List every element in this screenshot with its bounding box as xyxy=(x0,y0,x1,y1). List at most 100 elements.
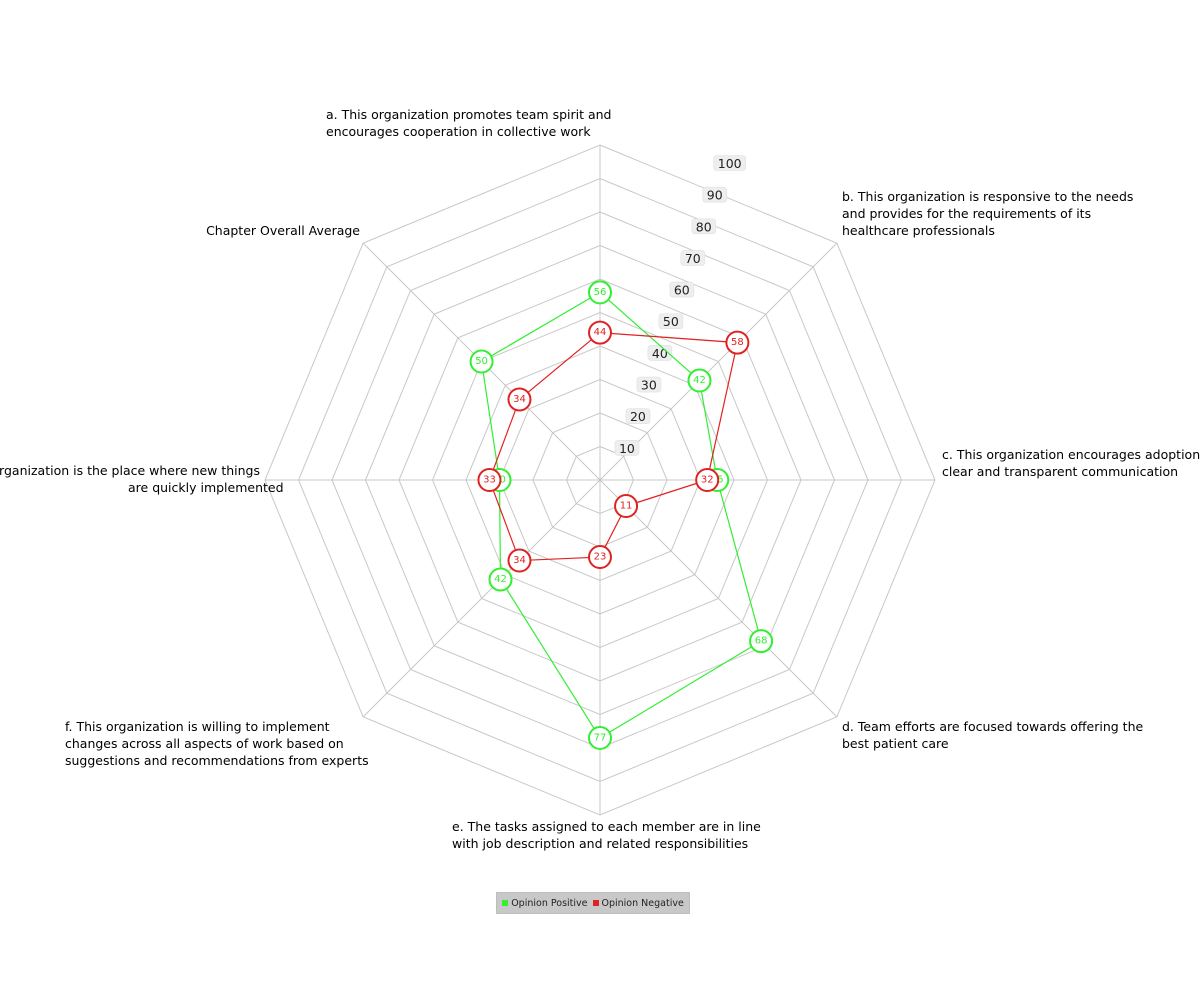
legend-item-negative[interactable]: Opinion Negative xyxy=(592,897,684,909)
axis-label-6-line-0: g. This organization is the place where … xyxy=(0,463,260,478)
grid-spoke-1 xyxy=(599,242,838,481)
data-point-marker-1-4 xyxy=(588,545,612,570)
data-point-1-0[interactable]: 44 xyxy=(588,320,612,345)
data-point-1-4[interactable]: 23 xyxy=(588,545,612,570)
data-point-marker-0-7 xyxy=(469,349,494,374)
radial-tick-bg-90 xyxy=(702,186,728,203)
radial-tick-20: 20 xyxy=(625,408,651,424)
axis-label-4-line-1: with job description and related respons… xyxy=(452,836,748,851)
axis-label-3: d. Team efforts are focused towards offe… xyxy=(842,719,1143,751)
data-point-0-3[interactable]: 68 xyxy=(749,629,774,654)
data-label-0-3: 68 xyxy=(755,636,768,647)
legend-swatch-positive xyxy=(502,900,509,906)
data-point-marker-1-2 xyxy=(695,468,720,492)
data-label-1-0: 44 xyxy=(594,327,607,338)
data-point-1-3[interactable]: 11 xyxy=(614,494,639,519)
data-point-0-1[interactable]: 42 xyxy=(687,368,712,393)
axis-label-5-line-0: f. This organization is willing to imple… xyxy=(65,719,330,734)
radial-tick-label-90: 90 xyxy=(707,188,723,203)
data-label-0-5: 42 xyxy=(494,574,507,585)
radial-tick-bg-20 xyxy=(625,408,651,424)
radial-tick-label-100: 100 xyxy=(718,156,742,171)
grid-spoke-3 xyxy=(599,479,838,718)
axis-label-6-line-1: are quickly implemented xyxy=(128,480,284,495)
data-point-1-5[interactable]: 34 xyxy=(507,548,532,573)
axis-label-7-line-0: Chapter Overall Average xyxy=(206,223,360,238)
data-label-1-2: 32 xyxy=(701,475,714,486)
axis-label-0-line-1: encourages cooperation in collective wor… xyxy=(326,124,591,139)
data-point-marker-0-3 xyxy=(749,629,774,654)
radial-tick-label-80: 80 xyxy=(696,219,712,234)
grid-layer xyxy=(264,144,936,816)
data-point-1-1[interactable]: 58 xyxy=(725,330,750,355)
data-point-marker-0-0 xyxy=(588,280,612,305)
legend-label-positive: Opinion Positive xyxy=(511,897,588,909)
axis-label-5: f. This organization is willing to imple… xyxy=(65,719,369,768)
axis-label-4: e. The tasks assigned to each member are… xyxy=(452,819,761,851)
data-point-marker-1-7 xyxy=(507,387,532,412)
data-point-0-7[interactable]: 50 xyxy=(469,349,494,374)
data-point-marker-0-5 xyxy=(488,567,513,592)
axis-label-1-line-0: b. This organization is responsive to th… xyxy=(842,189,1133,204)
radial-tick-90: 90 xyxy=(702,186,728,203)
radial-tick-30: 30 xyxy=(636,376,662,393)
axis-label-4-line-0: e. The tasks assigned to each member are… xyxy=(452,819,761,834)
legend-label-negative: Opinion Negative xyxy=(601,897,684,909)
data-label-1-3: 11 xyxy=(620,501,633,512)
radial-tick-bg-80 xyxy=(691,218,717,235)
axis-label-3-line-1: best patient care xyxy=(842,736,949,751)
data-point-marker-0-4 xyxy=(588,725,612,750)
data-point-marker-0-1 xyxy=(687,368,712,393)
axis-label-0-line-0: a. This organization promotes team spiri… xyxy=(326,107,612,122)
data-point-marker-1-3 xyxy=(614,494,639,519)
radial-tick-label-10: 10 xyxy=(619,441,635,456)
axis-label-7: Chapter Overall Average xyxy=(206,223,360,238)
data-point-0-0[interactable]: 56 xyxy=(588,280,612,305)
axis-label-1: b. This organization is responsive to th… xyxy=(842,189,1133,238)
data-point-marker-1-6 xyxy=(477,468,502,492)
radial-tick-bg-50 xyxy=(658,313,684,330)
radial-tick-bg-10 xyxy=(614,440,640,456)
legend-swatch-negative xyxy=(592,900,599,906)
radial-tick-label-70: 70 xyxy=(685,251,701,266)
radial-tick-80: 80 xyxy=(691,218,717,235)
data-label-1-1: 58 xyxy=(731,337,744,348)
data-point-1-6[interactable]: 33 xyxy=(477,468,502,492)
data-point-1-2[interactable]: 32 xyxy=(695,468,720,492)
axis-label-2-line-0: c. This organization encourages adoption… xyxy=(942,447,1200,462)
radial-tick-bg-30 xyxy=(636,376,662,393)
data-point-1-7[interactable]: 34 xyxy=(507,387,532,412)
data-point-marker-1-1 xyxy=(725,330,750,355)
radial-tick-bg-100 xyxy=(713,155,747,171)
series-1: 44 58 32 11 23 34 33 34 xyxy=(477,320,750,573)
data-label-0-0: 56 xyxy=(594,287,607,298)
radial-tick-60: 60 xyxy=(669,281,695,298)
radial-tick-70: 70 xyxy=(680,250,706,266)
axis-label-2: c. This organization encourages adoption… xyxy=(942,447,1200,479)
grid-spoke-5 xyxy=(362,479,601,718)
axis-label-6: g. This organization is the place where … xyxy=(0,463,284,495)
radial-tick-label-60: 60 xyxy=(674,283,690,298)
data-label-1-5: 34 xyxy=(513,555,526,566)
axis-label-5-line-2: suggestions and recommendations from exp… xyxy=(65,753,369,768)
axis-label-3-line-0: d. Team efforts are focused towards offe… xyxy=(842,719,1143,734)
series-line-1 xyxy=(488,331,739,562)
radial-tick-label-20: 20 xyxy=(630,409,646,424)
axis-label-5-line-1: changes across all aspects of work based… xyxy=(65,736,344,751)
radial-tick-50: 50 xyxy=(658,313,684,330)
data-label-1-7: 34 xyxy=(513,394,526,405)
series-layer: 56423568774230504458321123343334 xyxy=(469,280,774,750)
axis-label-2-line-1: clear and transparent communication xyxy=(942,464,1178,479)
radial-tick-label-50: 50 xyxy=(663,314,679,329)
data-point-0-4[interactable]: 77 xyxy=(588,725,612,750)
data-point-0-5[interactable]: 42 xyxy=(488,567,513,592)
legend-item-positive[interactable]: Opinion Positive xyxy=(502,897,588,909)
data-label-1-4: 23 xyxy=(594,552,607,563)
radial-tick-bg-60 xyxy=(669,281,695,298)
axis-label-1-line-2: healthcare professionals xyxy=(842,223,995,238)
radial-tick-100: 100 xyxy=(713,155,747,171)
radial-tick-bg-70 xyxy=(680,250,706,266)
